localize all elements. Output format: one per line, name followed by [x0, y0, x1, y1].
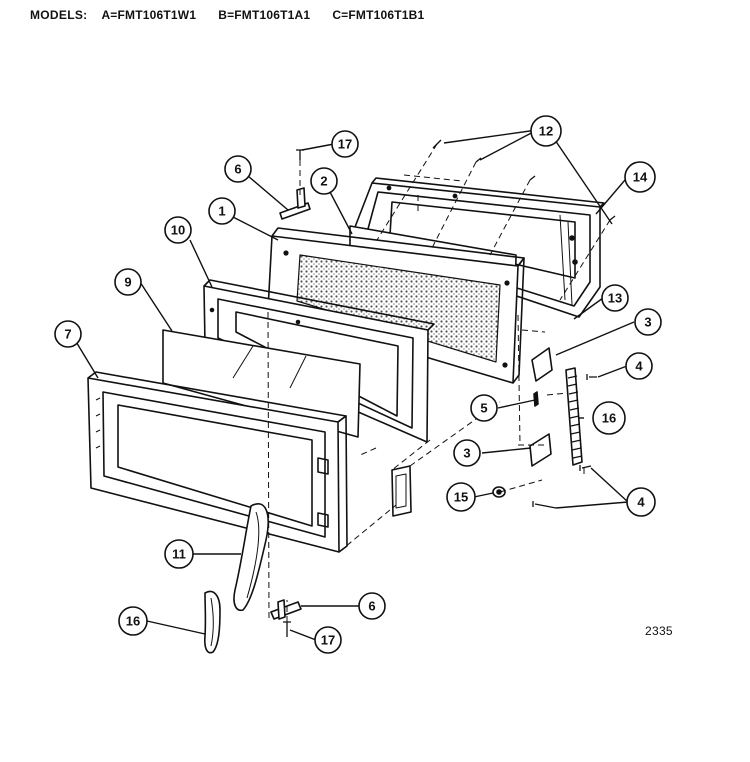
callout-7: 7 [64, 327, 71, 342]
alignment-lines [267, 143, 611, 622]
callout-1: 1 [218, 204, 225, 219]
upper-hinge-pin-part [279, 187, 311, 220]
upper-hinge-bracket-part [531, 347, 553, 382]
callout-2: 2 [320, 174, 327, 189]
callout-circles [54, 115, 662, 654]
models-header: MODELS: A=FMT106T1W1 B=FMT106T1A1 C=FMT1… [30, 6, 446, 24]
callout-3-lower: 3 [463, 446, 470, 461]
callout-17-top: 17 [338, 137, 352, 152]
nut-part [492, 486, 506, 498]
callout-9: 9 [124, 275, 131, 290]
callout-15: 15 [454, 490, 468, 505]
callout-16-left: 16 [126, 614, 140, 629]
callout-6-bottom: 6 [368, 599, 375, 614]
callout-5: 5 [480, 401, 487, 416]
callout-14: 14 [633, 170, 648, 185]
door-panel-part [267, 227, 525, 384]
lower-hinge-pin-part [270, 599, 302, 620]
callout-13: 13 [608, 291, 622, 306]
callout-3-upper: 3 [644, 315, 651, 330]
callout-17-bottom: 17 [321, 633, 335, 648]
callout-4-lower: 4 [637, 495, 645, 510]
latch-spring-part [533, 391, 539, 407]
latch-plate-part [391, 465, 412, 517]
callout-6-top: 6 [234, 162, 241, 177]
trim-strip-part [204, 590, 221, 654]
lower-hinge-bracket-part [529, 433, 552, 467]
models-label: MODELS: [30, 8, 88, 22]
callout-4-upper: 4 [635, 359, 643, 374]
callout-numbers: 17 6 2 1 10 9 7 12 14 13 3 4 5 16 3 15 4… [64, 124, 651, 648]
callout-16-right: 16 [602, 411, 616, 426]
outer-door-frame-part [87, 371, 348, 553]
screws [283, 139, 616, 637]
callout-10: 10 [171, 223, 185, 238]
door-handle-part [233, 503, 269, 612]
model-c: C=FMT106T1B1 [332, 8, 425, 22]
figure-number: 2335 [645, 624, 673, 638]
callout-12: 12 [539, 124, 553, 139]
callout-11: 11 [172, 547, 186, 562]
model-b: B=FMT106T1A1 [218, 8, 311, 22]
hinge-bar-part [565, 367, 583, 466]
model-a: A=FMT106T1W1 [101, 8, 197, 22]
leader-lines [74, 129, 635, 641]
